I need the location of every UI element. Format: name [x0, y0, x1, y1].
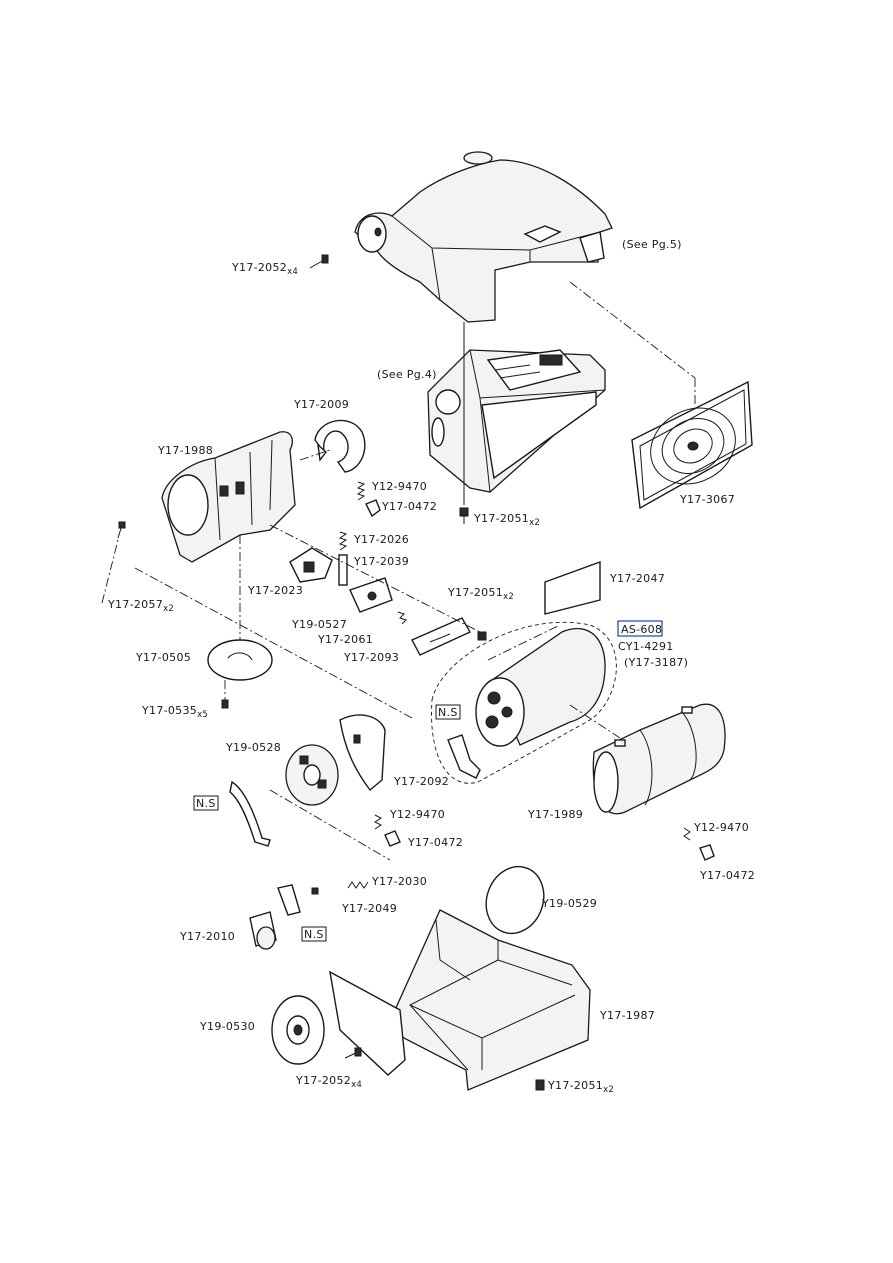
- ns-label-capacitor: N.S: [438, 706, 458, 719]
- label-y17-2047: Y17-2047: [609, 572, 665, 585]
- label-y17-0472-b: Y17-0472: [407, 836, 463, 849]
- label-y17-2051-b: Y17-2051x2: [447, 586, 514, 602]
- part-y17-0505-plate: [207, 639, 273, 709]
- spring-a: [356, 481, 381, 518]
- label-y17-2052-top: Y17-2052x4: [231, 261, 298, 277]
- assembly-part: (Y17-3187): [624, 656, 688, 669]
- ref-see-pg4: (See Pg.4): [377, 368, 437, 381]
- part-y17-1987-base: [329, 909, 591, 1091]
- label-y17-2023: Y17-2023: [247, 584, 303, 597]
- capacitor-assembly: [431, 621, 621, 784]
- part-y17-2061-spring: [397, 611, 407, 625]
- label-y17-2026: Y17-2026: [353, 533, 409, 546]
- label-y17-3067: Y17-3067: [679, 493, 735, 506]
- label-y17-1988: Y17-1988: [157, 444, 213, 457]
- label-y17-2051-a: Y17-2051x2: [473, 512, 540, 528]
- spring-b: [374, 814, 401, 847]
- label-y19-0529: Y19-0529: [541, 897, 597, 910]
- label-y17-1987: Y17-1987: [599, 1009, 655, 1022]
- label-y17-2057: Y17-2057x2: [107, 598, 174, 614]
- top-cover: [354, 151, 613, 323]
- label-y19-0527: Y19-0527: [291, 618, 347, 631]
- label-y17-2092: Y17-2092: [393, 775, 449, 788]
- label-y17-2051-c: Y17-2051x2: [547, 1079, 614, 1095]
- label-y17-0535: Y17-0535x5: [141, 704, 208, 720]
- label-y12-9470-b: Y12-9470: [389, 808, 445, 821]
- part-y17-2039: [349, 577, 393, 613]
- screw-top: [309, 254, 329, 269]
- part-y17-2049-bracket: [277, 884, 319, 916]
- label-y17-0505: Y17-0505: [135, 651, 191, 664]
- part-y17-2009-ring: [314, 419, 366, 473]
- ns-bracket: [229, 780, 271, 847]
- part-y17-2010-knob: [249, 911, 277, 950]
- label-y17-2049: Y17-2049: [341, 902, 397, 915]
- ns-box-knob: [301, 926, 327, 942]
- part-y17-2026-pin: [338, 531, 348, 586]
- part-y17-2093-plate: [411, 617, 487, 656]
- part-y19-0528-hub: [285, 744, 339, 806]
- part-y17-1988-body: [161, 431, 296, 563]
- part-y17-2092-disc: [339, 714, 386, 792]
- ref-see-pg5: (See Pg.5): [622, 238, 682, 251]
- ns-box-capacitor: [435, 704, 461, 720]
- ns-label-knob: N.S: [304, 928, 324, 941]
- label-y17-0472-a: Y17-0472: [381, 500, 437, 513]
- spring-c: [683, 827, 715, 861]
- label-y17-1989: Y17-1989: [527, 808, 583, 821]
- front-lens-panel: [569, 281, 753, 510]
- screw-2057: [117, 521, 126, 539]
- part-y17-2047-sheet: [544, 561, 601, 615]
- assembly-code: AS-608: [621, 623, 662, 636]
- part-y17-1989-cover: [592, 703, 726, 815]
- labels: (See Pg.5) (See Pg.4) Y17-2052x4 Y17-200…: [107, 238, 755, 1095]
- assembly-code-box: [617, 620, 663, 637]
- part-y17-2023: [289, 547, 333, 583]
- ns-label-bracket: N.S: [196, 797, 216, 810]
- label-y17-2009: Y17-2009: [293, 398, 349, 411]
- label-y12-9470-c: Y12-9470: [693, 821, 749, 834]
- spring-2030: [347, 881, 369, 889]
- inner-frame: [427, 322, 606, 505]
- label-y17-2039: Y17-2039: [353, 555, 409, 568]
- label-y17-2061: Y17-2061: [317, 633, 373, 646]
- part-y19-0530-washer: [271, 995, 362, 1065]
- label-y17-2052-bottom: Y17-2052x4: [295, 1074, 362, 1090]
- label-y17-0472-c: Y17-0472: [699, 869, 755, 882]
- label-y17-2030: Y17-2030: [371, 875, 427, 888]
- label-y17-2010: Y17-2010: [179, 930, 235, 943]
- part-y19-0529-disc: [485, 865, 545, 935]
- label-y19-0528: Y19-0528: [225, 741, 281, 754]
- ns-box-bracket: [193, 795, 219, 811]
- label-y17-2093: Y17-2093: [343, 651, 399, 664]
- screw-2051-a: [459, 507, 469, 524]
- label-y12-9470-a: Y12-9470: [371, 480, 427, 493]
- label-y19-0530: Y19-0530: [199, 1020, 255, 1033]
- assembly-model: CY1-4291: [618, 640, 674, 653]
